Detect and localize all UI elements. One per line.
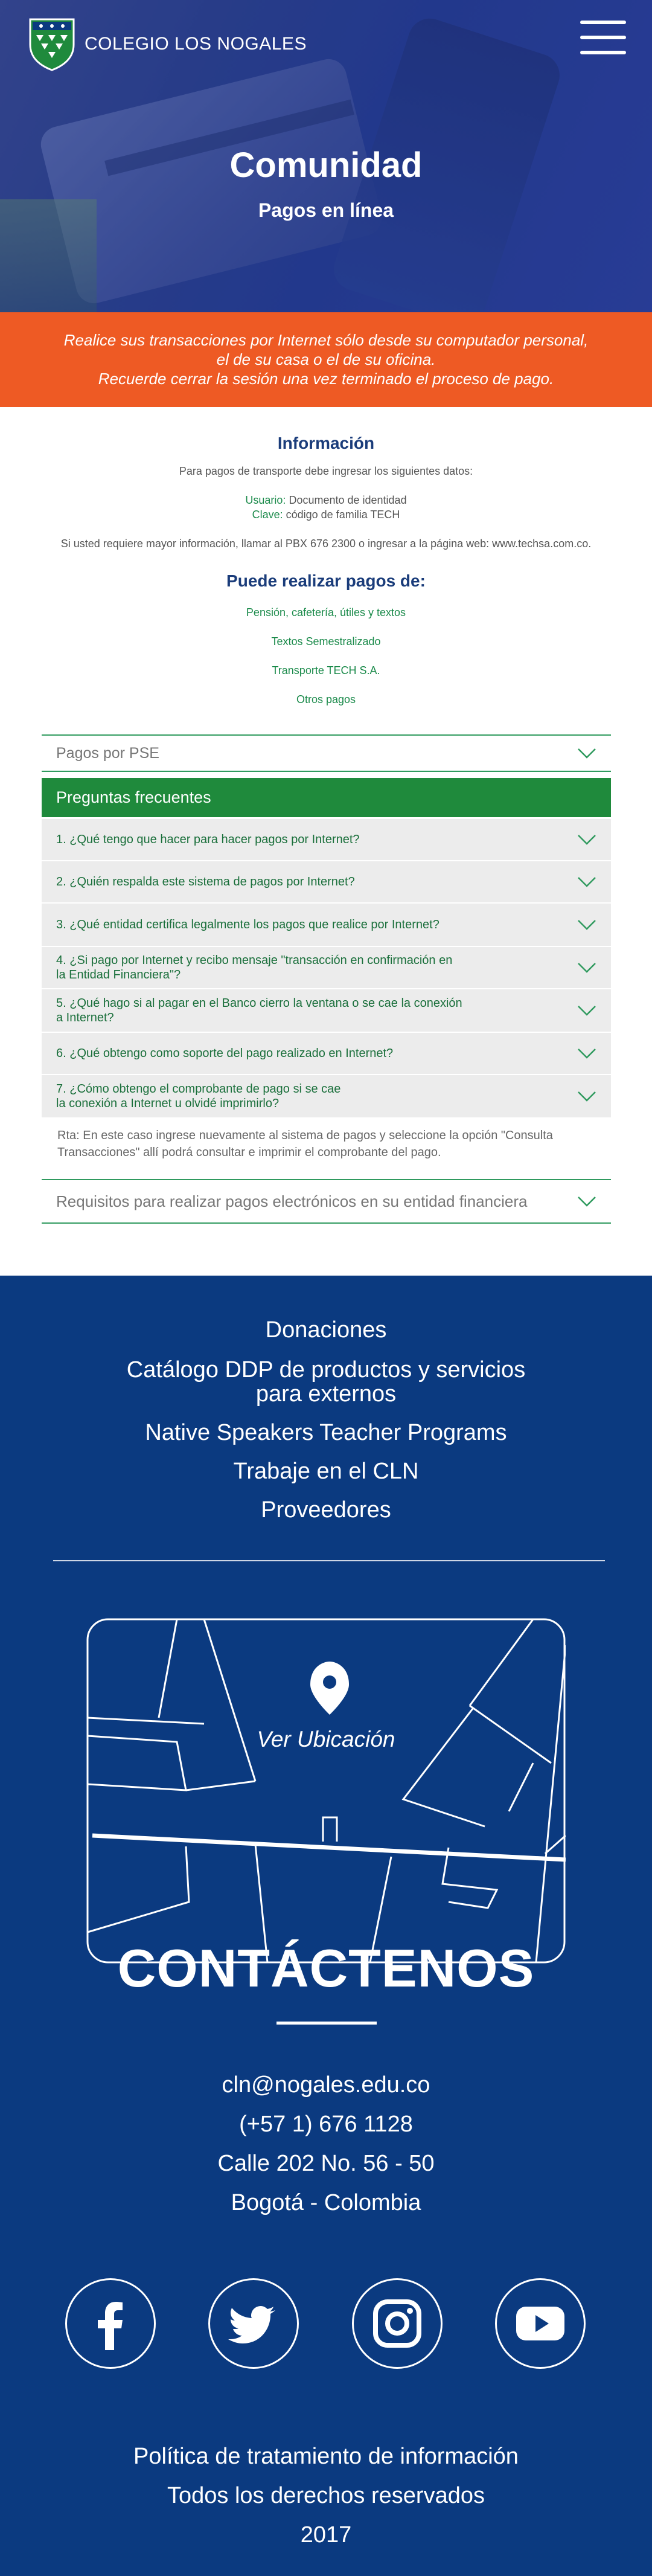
notice-line: el de su casa o el de su oficina. [216,350,436,368]
map-lines [86,1618,567,1964]
footer-divider [53,1560,605,1561]
social-twitter[interactable] [208,2278,299,2369]
chevron-down-icon [578,877,596,887]
faq-item[interactable]: 5. ¿Qué hago si al pagar en el Banco cie… [42,989,611,1033]
chevron-down-icon [578,920,596,930]
chevron-down-icon [578,748,596,759]
faq-header[interactable]: Preguntas frecuentes [42,778,611,817]
faq-question-cont: la conexión a Internet u olvidé imprimir… [56,1097,280,1110]
info-heading: Información [277,434,375,452]
hero-overlay [0,0,652,312]
payment-link-textos[interactable]: Textos Semestralizado [271,635,381,647]
accordion-requirements[interactable]: Requisitos para realizar pagos electróni… [42,1179,611,1224]
notice-line: Realice sus transacciones por Internet s… [63,331,589,349]
twitter-icon [228,2306,275,2343]
security-notice: Realice sus transacciones por Internet s… [0,312,652,407]
faq-answer: Rta: En este caso ingrese nuevamente al … [57,1127,601,1161]
footer-link-proveedores[interactable]: Proveedores [261,1497,391,1523]
facebook-icon [98,2302,123,2350]
social-instagram[interactable] [352,2278,443,2369]
instagram-icon [373,2299,421,2348]
faq-question-cont: a Internet? [56,1011,114,1024]
accordion-pse-label: Pagos por PSE [56,744,159,762]
footer-link-native-speakers[interactable]: Native Speakers Teacher Programs [145,1420,507,1445]
faq-item[interactable]: 2. ¿Quién respalda este sistema de pagos… [42,861,611,904]
social-youtube[interactable] [495,2278,586,2369]
faq-item[interactable]: 6. ¿Qué obtengo como soporte del pago re… [42,1033,611,1075]
contact-city: Bogotá - Colombia [231,2190,421,2215]
logo-text: COLEGIO LOS NOGALES [85,34,307,54]
contact-address: Calle 202 No. 56 - 50 [217,2151,435,2176]
location-map[interactable]: Ver Ubicación [86,1618,567,1964]
contact-phone[interactable]: (+57 1) 676 1128 [239,2112,413,2137]
chevron-down-icon [578,1049,596,1059]
footer-link-donaciones[interactable]: Donaciones [265,1317,387,1343]
faq-answer-line: Transacciones" allí podrá consultar e im… [57,1146,441,1159]
chevron-down-icon [578,1091,596,1102]
rights-text: Todos los derechos reservados [167,2483,485,2508]
chevron-down-icon [578,1006,596,1016]
payments-heading: Puede realizar pagos de: [226,571,426,590]
accordion-requirements-label: Requisitos para realizar pagos electróni… [56,1192,528,1210]
faq-question: 4. ¿Si pago por Internet y recibo mensaj… [56,954,453,967]
footer-link-catalogo[interactable]: Catálogo DDP de productos y servicios [126,1357,526,1383]
plant-image [0,199,97,312]
user-value: Documento de identidad [286,494,407,506]
key-row: Clave: código de familia TECH [0,509,652,521]
shield-icon [29,18,75,71]
footer-link-catalogo-cont[interactable]: para externos [255,1381,397,1407]
faq-item[interactable]: 4. ¿Si pago por Internet y recibo mensaj… [42,947,611,989]
footer-link-trabaje[interactable]: Trabaje en el CLN [233,1459,419,1484]
faq-question: 3. ¿Qué entidad certifica legalmente los… [56,918,439,931]
year-text: 2017 [300,2522,352,2548]
faq-answer-line: Rta: En este caso ingrese nuevamente al … [57,1129,553,1142]
school-logo[interactable]: COLEGIO LOS NOGALES [28,17,307,71]
privacy-policy-link[interactable]: Política de tratamiento de información [133,2444,519,2469]
chevron-down-icon [578,835,596,845]
info-intro: Para pagos de transporte debe ingresar l… [179,465,473,477]
page-subtitle: Pagos en línea [258,199,394,221]
faq-item[interactable]: 1. ¿Qué tengo que hacer para hacer pagos… [42,819,611,861]
notice-line: Recuerde cerrar la sesión una vez termin… [98,370,554,388]
key-label: Clave: [252,509,283,521]
faq-question-cont: la Entidad Financiera"? [56,968,181,981]
social-facebook[interactable] [65,2278,156,2369]
chevron-down-icon [578,1196,596,1207]
more-info-text: Si usted requiere mayor información, lla… [60,538,592,550]
hamburger-menu-icon[interactable] [580,21,626,58]
hero-banner: COLEGIO LOS NOGALES Comunidad Pagos en l… [0,0,652,312]
faq-question: 7. ¿Cómo obtengo el comprobante de pago … [56,1082,341,1096]
contact-title: CONTÁCTENOS [117,1938,535,1998]
site-footer: Donaciones Catálogo DDP de productos y s… [0,1276,652,2576]
contact-divider [276,2022,377,2025]
faq-title: Preguntas frecuentes [56,788,211,806]
youtube-icon [516,2307,564,2340]
page-title: Comunidad [229,146,423,185]
contact-email[interactable]: cln@nogales.edu.co [222,2072,430,2098]
map-pin-icon [310,1662,349,1715]
user-row: Usuario: Documento de identidad [0,494,652,507]
faq-question: 1. ¿Qué tengo que hacer para hacer pagos… [56,833,360,846]
faq-item[interactable]: 3. ¿Qué entidad certifica legalmente los… [42,904,611,947]
key-value: código de familia TECH [283,509,400,521]
faq-item-open[interactable]: 7. ¿Cómo obtengo el comprobante de pago … [42,1075,611,1119]
faq-question: 5. ¿Qué hago si al pagar en el Banco cie… [56,997,462,1010]
user-label: Usuario: [245,494,286,506]
faq-question: 6. ¿Qué obtengo como soporte del pago re… [56,1047,394,1060]
map-label: Ver Ubicación [257,1727,395,1752]
accordion-pse[interactable]: Pagos por PSE [42,734,611,772]
faq-question: 2. ¿Quién respalda este sistema de pagos… [56,875,355,888]
payment-link-pension[interactable]: Pensión, cafetería, útiles y textos [246,606,406,618]
payment-link-transporte[interactable]: Transporte TECH S.A. [272,664,380,676]
payment-link-otros[interactable]: Otros pagos [296,693,356,705]
chevron-down-icon [578,963,596,973]
